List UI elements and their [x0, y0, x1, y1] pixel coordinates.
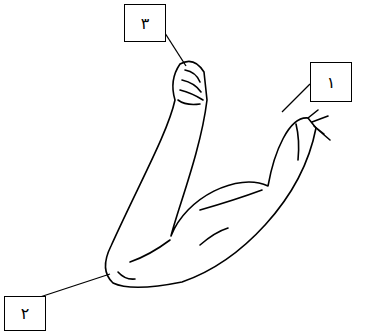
shoulder-cut [296, 110, 330, 160]
callout-box: ١ [310, 62, 352, 102]
leader-line [40, 274, 110, 297]
callout-number: ٣ [141, 14, 150, 33]
callout-number: ١ [327, 73, 336, 92]
callout-box: ٣ [124, 4, 166, 42]
callout-box: ٢ [4, 296, 46, 331]
leader-line [282, 84, 310, 112]
leader-line [163, 30, 186, 66]
callout-number: ٢ [21, 304, 30, 323]
arm-outline [105, 61, 316, 287]
biceps-detail [118, 190, 262, 279]
fist-fingers [178, 70, 203, 105]
